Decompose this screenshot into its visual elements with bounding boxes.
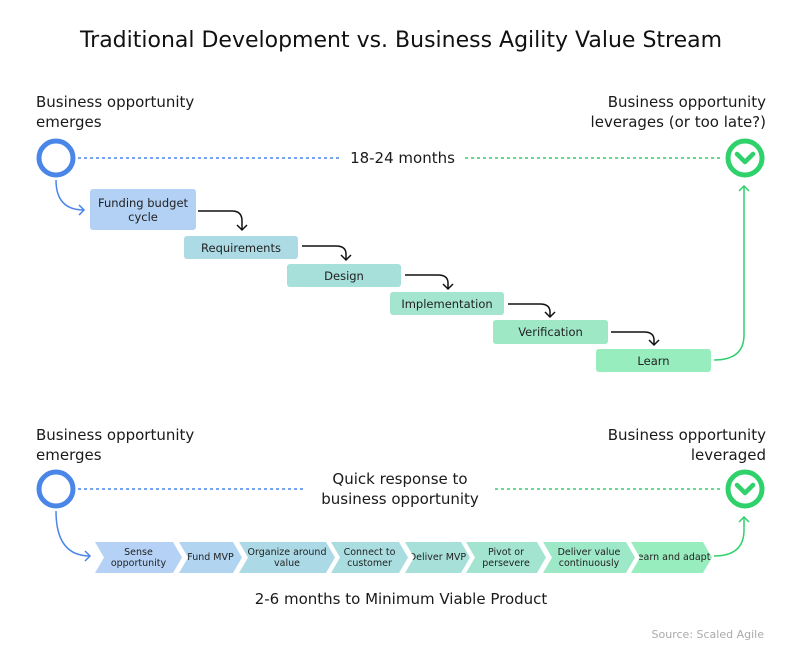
chevron-fund-mvp: Fund MVP: [179, 542, 242, 573]
chevron-deliver-mvp: Deliver MVP: [405, 542, 470, 573]
agile-caption: 2-6 months to Minimum Viable Product: [254, 590, 548, 608]
arrow-icon: [55, 179, 85, 211]
start-circle-icon: [36, 469, 76, 509]
chevron-organize-around-value: Organize around value: [239, 542, 335, 573]
source-credit: Source: Scaled Agile: [651, 628, 764, 641]
traditional-start-label: Business opportunity emerges: [36, 93, 195, 131]
step-verification: Verification: [493, 320, 608, 344]
step-learn: Learn: [596, 349, 711, 372]
check-circle-icon: [725, 469, 765, 509]
traditional-end-label: Business opportunity leverages (or too l…: [590, 93, 766, 131]
chevron-learn-and-adapt: Learn and adapt: [631, 542, 712, 573]
chevron-deliver-value-continuously: Deliver value continuously: [543, 542, 635, 573]
start-circle-icon: [36, 138, 76, 178]
step-implementation: Implementation: [390, 292, 504, 315]
step-funding: Funding budget cycle: [90, 189, 196, 230]
check-circle-icon: [725, 138, 765, 178]
step-arrows: [198, 210, 660, 347]
chevron-connect-to-customer: Connect to customer: [331, 542, 408, 573]
page-title: Traditional Development vs. Business Agi…: [79, 28, 723, 53]
agile-duration: Quick response to business opportunity: [305, 469, 495, 509]
chevron-pivot-or-persevere: Pivot or persevere: [466, 542, 546, 573]
step-design: Design: [287, 264, 401, 287]
agile-end-label: Business opportunity leveraged: [607, 426, 766, 464]
agile-start-label: Business opportunity emerges: [36, 426, 195, 464]
chevron-sense-opportunity: Sense opportunity: [95, 542, 182, 573]
traditional-duration: 18-24 months: [340, 148, 465, 168]
step-requirements: Requirements: [184, 236, 298, 259]
